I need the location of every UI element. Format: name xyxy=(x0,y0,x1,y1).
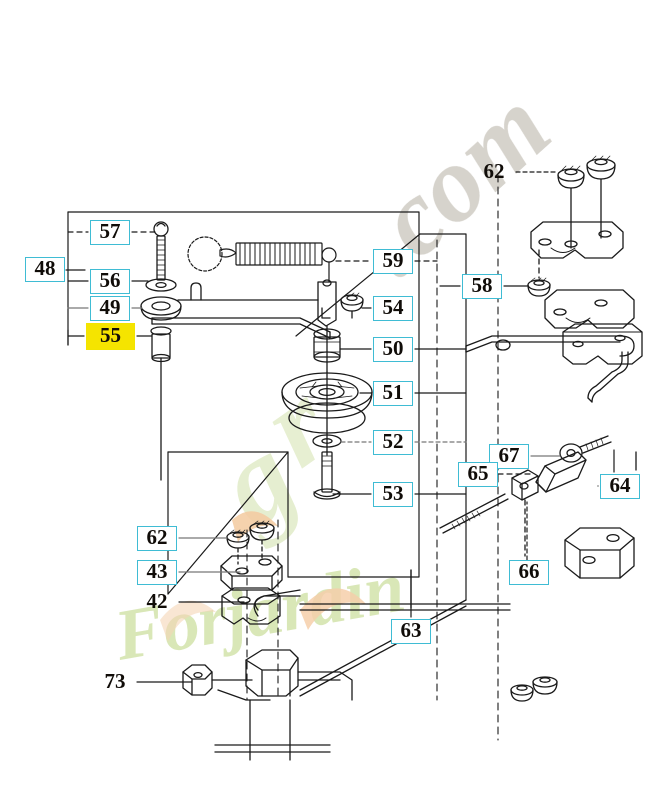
part-73-bushing xyxy=(182,664,213,696)
callout-label: 54 xyxy=(382,295,404,319)
callout-73[interactable]: 73 xyxy=(95,670,135,695)
part-51-idler-pulley xyxy=(281,371,373,456)
part-64-bent-link-rod xyxy=(465,335,637,471)
callout-48[interactable]: 48 xyxy=(25,257,65,282)
callout-62-top[interactable]: 62 xyxy=(474,160,514,185)
callout-label: 73 xyxy=(104,669,126,693)
callout-52[interactable]: 52 xyxy=(373,430,413,455)
callout-66[interactable]: 66 xyxy=(509,560,549,585)
part-42-pivot-block xyxy=(221,587,281,625)
callout-label: 62 xyxy=(483,159,505,183)
callout-54[interactable]: 54 xyxy=(373,296,413,321)
callout-label: 59 xyxy=(382,248,404,272)
callout-label: 58 xyxy=(471,273,493,297)
part-57-hex-bolt xyxy=(153,221,169,281)
part-55-spacer-bushing xyxy=(150,326,172,481)
part-56-flat-washer xyxy=(145,278,177,292)
callout-label: 62 xyxy=(146,525,168,549)
callout-label: 65 xyxy=(467,461,489,485)
callout-56[interactable]: 56 xyxy=(90,269,130,294)
bracket-plate-upper xyxy=(530,221,624,259)
callout-label: 56 xyxy=(99,268,121,292)
callout-43[interactable]: 43 xyxy=(137,560,177,585)
assembly-frame xyxy=(67,211,420,578)
callout-53[interactable]: 53 xyxy=(373,482,413,507)
callout-65[interactable]: 65 xyxy=(458,462,498,487)
part-63-deck-frame-rod xyxy=(253,569,511,697)
callout-label: 51 xyxy=(382,380,404,404)
callout-label: 55 xyxy=(100,323,121,347)
part-66-adjuster-nut xyxy=(511,469,539,557)
callout-64[interactable]: 64 xyxy=(600,474,640,499)
watermark-orange-accent-2 xyxy=(300,588,366,630)
callout-label: 63 xyxy=(400,618,422,642)
callout-42[interactable]: 42 xyxy=(137,590,177,615)
callout-label: 48 xyxy=(34,256,56,280)
part-52-washer xyxy=(312,434,342,448)
bracket-plate-lower xyxy=(544,289,635,329)
callout-50[interactable]: 50 xyxy=(373,337,413,362)
callout-55[interactable]: 55 xyxy=(86,323,135,350)
part-62-bottom-lock-nuts xyxy=(226,520,275,565)
callout-57[interactable]: 57 xyxy=(90,220,130,245)
part-59-extension-spring xyxy=(187,236,337,283)
callout-label: 64 xyxy=(609,473,631,497)
part-67-end-fitting xyxy=(559,435,612,463)
part-62-top-lock-nuts xyxy=(557,155,616,249)
part-65-lift-rod xyxy=(439,493,509,534)
callout-label: 66 xyxy=(518,559,540,583)
callout-51[interactable]: 51 xyxy=(373,381,413,406)
callout-label: 43 xyxy=(146,559,168,583)
callout-58[interactable]: 58 xyxy=(462,274,502,299)
callout-label: 52 xyxy=(382,429,404,453)
callout-label: 67 xyxy=(498,443,520,467)
callout-label: 50 xyxy=(382,336,404,360)
part-43-link-plate xyxy=(220,555,283,591)
leader-lines xyxy=(65,171,615,683)
part-49-idler-arm xyxy=(140,279,337,339)
part-53-shoulder-bolt xyxy=(313,451,341,500)
part-67-turnbuckle-barrel xyxy=(535,451,587,493)
callout-label: 57 xyxy=(99,219,121,243)
bottom-right-lock-nuts xyxy=(510,676,558,702)
callout-59[interactable]: 59 xyxy=(373,249,413,274)
part-50-pulley-spacer xyxy=(313,325,341,373)
callout-62-bottom[interactable]: 62 xyxy=(137,526,177,551)
callout-49[interactable]: 49 xyxy=(90,296,130,321)
callout-label: 49 xyxy=(99,295,121,319)
callout-63[interactable]: 63 xyxy=(391,619,431,644)
lower-chassis-outline xyxy=(211,649,353,761)
pivot-block-right xyxy=(564,527,635,579)
callout-label: 42 xyxy=(146,589,168,613)
part-54-lock-nut xyxy=(340,292,364,319)
callout-label: 53 xyxy=(382,481,404,505)
bracket-block-lower xyxy=(562,323,643,365)
part-58-lock-nut xyxy=(527,249,551,297)
watermark-orange-accent-3 xyxy=(160,600,216,642)
